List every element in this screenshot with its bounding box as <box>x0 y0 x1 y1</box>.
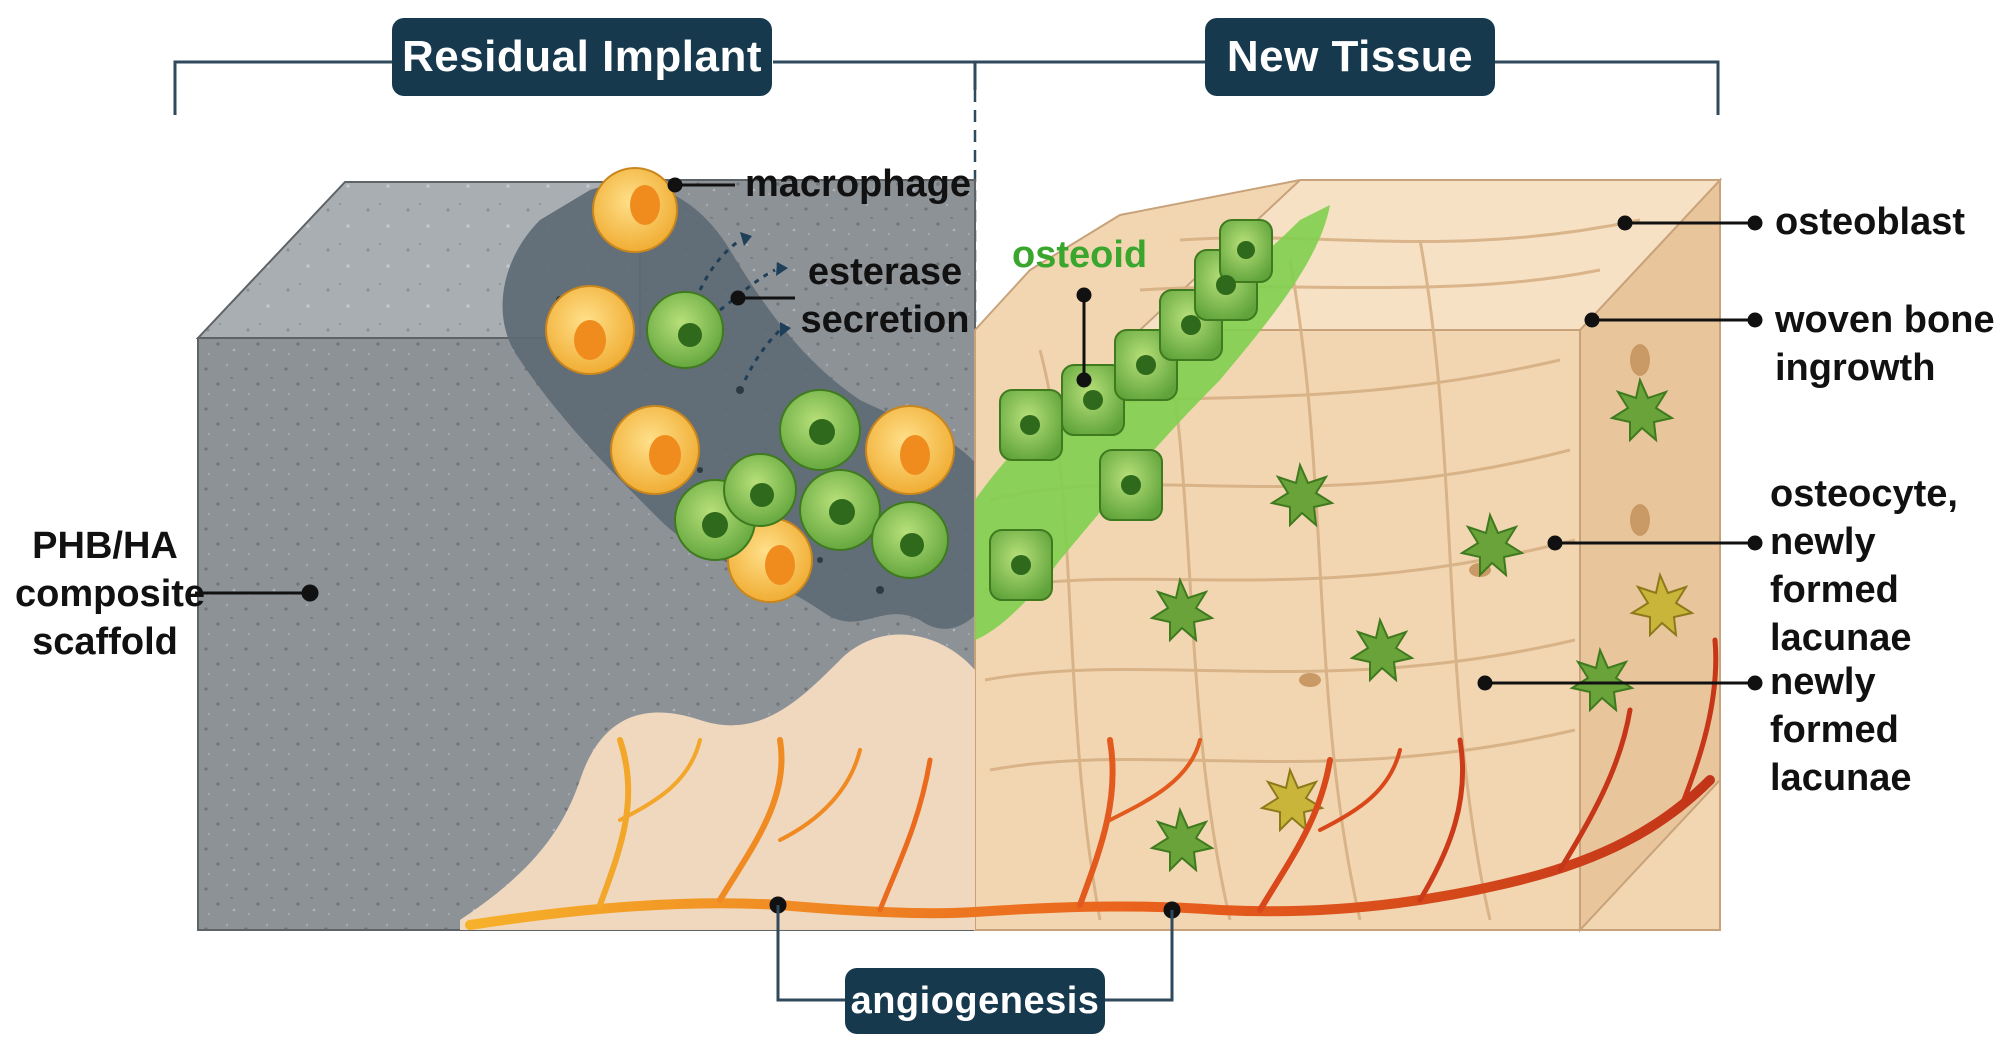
woven-line-1: woven bone <box>1775 299 1995 341</box>
esterase-secretion-label: esterase secretion <box>800 248 970 344</box>
macrophage-label: macrophage <box>745 163 971 205</box>
woven-bone-label: woven bone ingrowth <box>1775 296 1995 392</box>
esterase-line-2: secretion <box>800 299 970 341</box>
scaffold-line-2: composite <box>15 573 206 615</box>
osteoid-label: osteoid <box>1012 234 1148 276</box>
lacunae-line-1: newly formed <box>1770 661 1899 751</box>
residual-implant-header: Residual Implant <box>392 18 772 96</box>
osteocyte-label: osteocyte, newly formed lacunae <box>1770 470 2011 662</box>
new-tissue-header: New Tissue <box>1205 18 1495 96</box>
angiogenesis-label: angiogenesis <box>845 968 1105 1034</box>
osteocyte-line-1: osteocyte, <box>1770 473 1958 515</box>
osteocyte-line-3: lacunae <box>1770 617 1912 659</box>
lacunae-line-2: lacunae <box>1770 757 1912 799</box>
scaffold-label: PHB/HA composite scaffold <box>15 522 206 666</box>
scaffold-line-1: PHB/HA <box>32 525 178 567</box>
woven-line-2: ingrowth <box>1775 347 1936 389</box>
osteocyte-line-2: newly formed <box>1770 521 1899 611</box>
osteoblast-label: osteoblast <box>1775 201 1966 243</box>
esterase-line-1: esterase <box>807 251 963 293</box>
lacunae-label: newly formed lacunae <box>1770 658 2011 802</box>
scaffold-line-3: scaffold <box>32 621 178 663</box>
